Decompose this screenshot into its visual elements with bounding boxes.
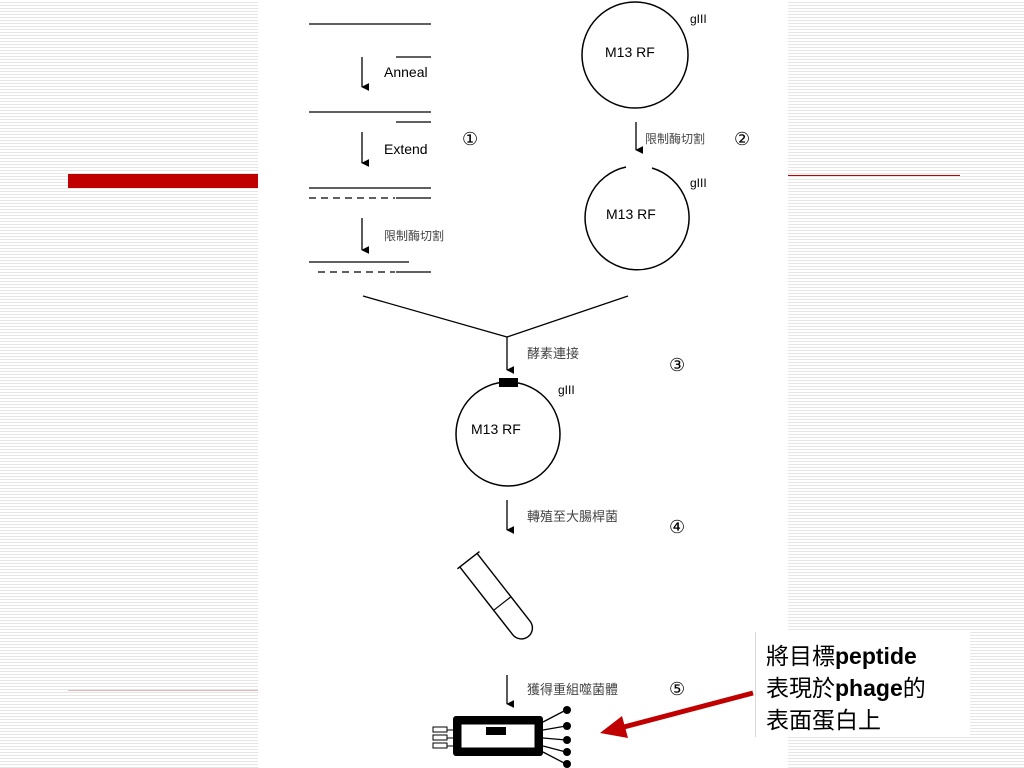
- phage-protein-spikes: [542, 709, 567, 765]
- step-marker-five: ⑤: [669, 679, 685, 699]
- recombinant-giii-label: gIII: [558, 383, 575, 397]
- pointer-arrow-head: [600, 716, 628, 738]
- callout-keyword-phage: phage: [835, 675, 903, 701]
- cut-plasmid-arc: [584, 166, 690, 271]
- red-accent-line: [788, 175, 960, 176]
- step-marker-two: ②: [734, 129, 750, 149]
- callout-box: 將目標peptide 表現於phage的 表面蛋白上: [755, 632, 970, 737]
- merge-line-right: [506, 295, 629, 338]
- callout-text: 表現於: [766, 675, 835, 701]
- inserted-gene-block: [499, 378, 518, 387]
- oligo-strands: [309, 23, 431, 273]
- m13-rf-plasmid-circle: [581, 1, 689, 109]
- test-tube-icon: [456, 551, 534, 640]
- step-marker-three: ③: [669, 355, 685, 375]
- left-cut-label: 限制酶切割: [384, 228, 444, 243]
- callout-text: 的: [902, 675, 926, 701]
- cut-giii-gene-label: gIII: [690, 176, 707, 190]
- callout-text: 將目標: [766, 643, 835, 669]
- extend-label: Extend: [384, 141, 428, 157]
- step-marker-four: ④: [669, 517, 685, 537]
- callout-line-2: 表現於phage的: [766, 672, 962, 704]
- callout-keyword-peptide: peptide: [835, 643, 917, 669]
- ligation-label: 酵素連接: [527, 346, 579, 361]
- right-cut-label: 限制酶切割: [645, 131, 705, 146]
- red-accent-bar: [68, 174, 258, 188]
- phage-tail-fibers: [432, 726, 453, 749]
- step-marker-one: ①: [462, 129, 478, 149]
- callout-line-3: 表面蛋白上: [766, 707, 881, 733]
- merge-line-left: [362, 295, 508, 338]
- displayed-peptides: [563, 706, 571, 768]
- phage-particle-icon: [432, 706, 571, 768]
- recombinant-m13-rf-label: M13 RF: [471, 421, 521, 437]
- pointer-arrow-shaft: [619, 690, 754, 731]
- transform-label: 轉殖至大腸桿菌: [527, 509, 618, 524]
- callout-line-1: 將目標peptide: [766, 640, 962, 672]
- m13-rf-label: M13 RF: [605, 44, 655, 60]
- anneal-label: Anneal: [384, 64, 428, 80]
- decorative-divider: [68, 690, 258, 691]
- giii-gene-label: gIII: [690, 12, 707, 26]
- cut-m13-rf-label: M13 RF: [606, 206, 656, 222]
- obtain-label: 獲得重組噬菌體: [527, 682, 618, 697]
- merge-lines: [362, 295, 629, 374]
